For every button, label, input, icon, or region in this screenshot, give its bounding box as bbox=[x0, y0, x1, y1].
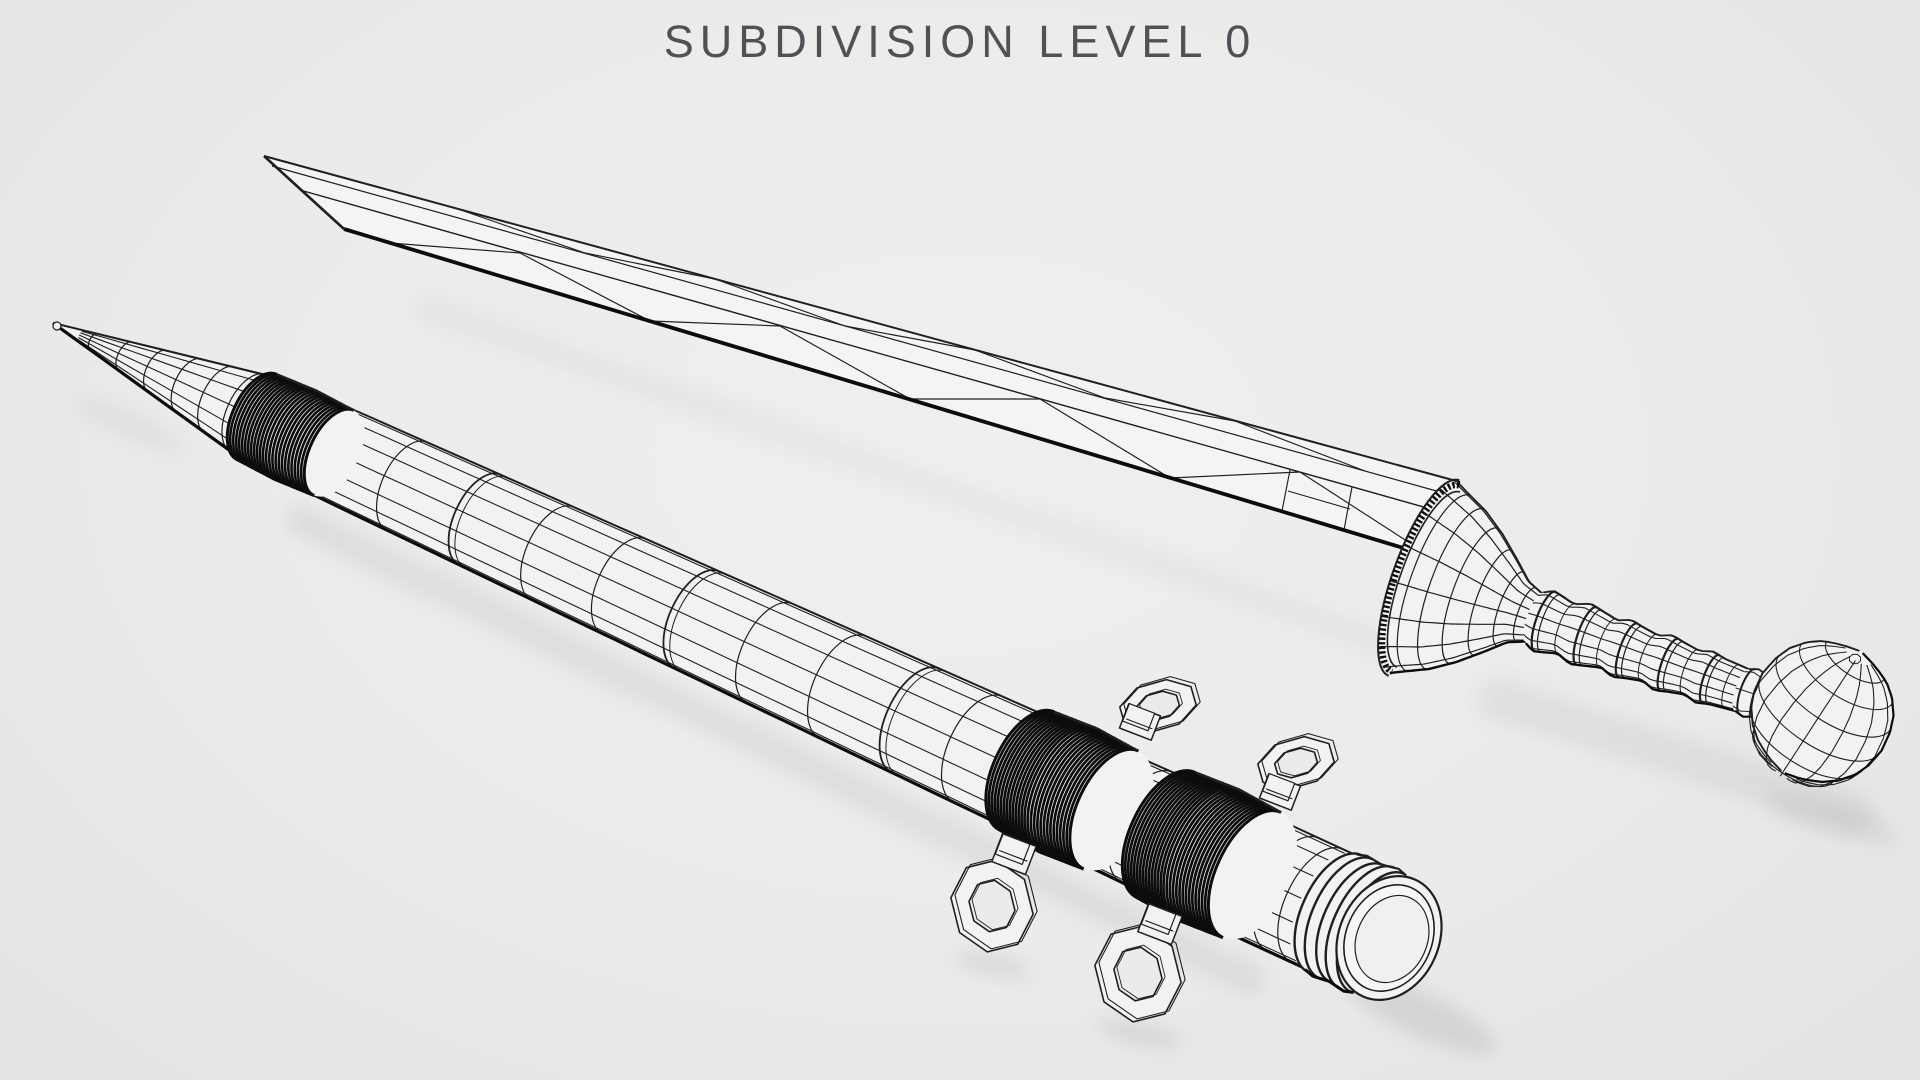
scabbard-mouth bbox=[1290, 852, 1443, 1001]
scabbard-chape-band bbox=[225, 371, 365, 497]
scabbard-carry-rings bbox=[950, 676, 1339, 1023]
sword-blade bbox=[263, 155, 1461, 558]
scabbard-suspension-band-1 bbox=[984, 708, 1154, 871]
render-caption: SUBDIVISION LEVEL 0 bbox=[663, 16, 1257, 67]
sword-wireframe bbox=[263, 155, 1895, 788]
sword-guard bbox=[1377, 478, 1547, 677]
sword-pommel bbox=[1748, 640, 1895, 788]
scabbard-wireframe bbox=[52, 321, 1443, 1023]
scabbard-suspension-band-2 bbox=[1120, 769, 1298, 940]
